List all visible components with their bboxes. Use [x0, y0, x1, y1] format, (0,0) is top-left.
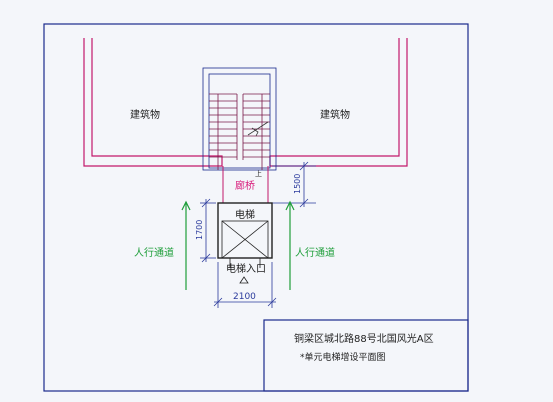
- corridor-bridge: [222, 166, 269, 203]
- title-line-2: *单元电梯增设平面图: [300, 351, 386, 363]
- dimension-corridor-value: 1500: [293, 174, 302, 194]
- building-right-outline: [269, 38, 408, 167]
- stairwell: [202, 67, 277, 171]
- walkway-left-label: 人行通道: [134, 246, 174, 259]
- walkway-right-arrow: [285, 200, 295, 290]
- title-block: [263, 319, 469, 392]
- elevator-entrance-label: 电梯入口: [226, 262, 266, 275]
- building-left-label: 建筑物: [130, 108, 160, 121]
- walkway-right-label: 人行通道: [295, 246, 335, 259]
- up-mark: 上: [255, 169, 262, 178]
- elevator-label: 电梯: [235, 208, 255, 221]
- elevator-shaft: [217, 202, 273, 268]
- walkway-left-arrow: [181, 200, 191, 290]
- dimension-elevator-depth-value: 1700: [195, 220, 204, 240]
- dimension-elevator-width-value: 2100: [233, 292, 256, 302]
- dimension-elevator-width: [213, 262, 277, 308]
- corridor-label: 廊桥: [235, 179, 255, 192]
- title-line-1: 铜梁区城北路88号北国风光A区: [294, 332, 434, 345]
- entrance-triangle-icon: [239, 276, 249, 284]
- building-left-outline: [83, 38, 223, 167]
- outer-frame: [43, 23, 469, 392]
- dimension-corridor: [272, 161, 316, 208]
- dimension-elevator-depth: [200, 198, 216, 263]
- building-right-label: 建筑物: [320, 108, 350, 121]
